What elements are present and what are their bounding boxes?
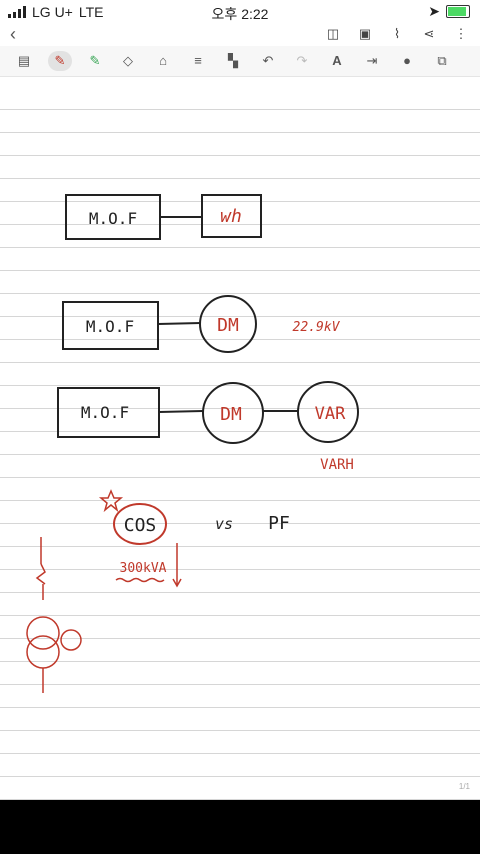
dm-label-1: DM	[217, 315, 239, 336]
capacity-label: 300kVA	[120, 561, 167, 576]
navigation-bar-area	[0, 800, 480, 854]
carrier-label: LG U+	[32, 4, 73, 20]
stamp-icon[interactable]: ▚	[228, 53, 238, 68]
location-icon: ➤	[428, 3, 440, 19]
paperclip-icon[interactable]: ⌇	[393, 26, 401, 41]
dm-meter-2	[202, 382, 264, 444]
pen-icon[interactable]: ✎	[48, 51, 72, 71]
note-canvas[interactable]: M.O.F wh M.O.F DM 22.9kV M.O.F DM VAR VA…	[0, 77, 480, 800]
color-icon[interactable]: ●	[403, 53, 411, 68]
var-meter	[297, 381, 359, 443]
arrow-down-head	[172, 578, 182, 588]
highlighter-icon[interactable]: ✎	[89, 53, 101, 68]
underline-squiggle	[115, 577, 165, 583]
mof-label-1: M.O.F	[89, 209, 137, 228]
handwriting-layer: M.O.F wh M.O.F DM 22.9kV M.O.F DM VAR VA…	[26, 194, 359, 693]
dm-meter-1	[199, 295, 257, 353]
mof-box-2	[62, 301, 159, 350]
shape-icon[interactable]: ⌂	[159, 53, 167, 68]
var-label: VAR	[315, 404, 346, 424]
copy-icon[interactable]: ⧉	[437, 53, 447, 68]
clock: 오후 2:22	[211, 6, 269, 22]
insert-icon[interactable]: ⇥	[366, 53, 378, 68]
back-button[interactable]: ‹	[10, 24, 16, 45]
layout-icon[interactable]: ▤	[17, 53, 31, 68]
share-icon[interactable]: ⋖	[423, 26, 435, 41]
drawing-toolbar: ▤ ✎ ✎ ◇ ⌂ ≡ ▚ ↶ ↷ A ⇥ ● ⧉	[0, 46, 480, 77]
transformer-tag	[60, 629, 82, 651]
mof-label-2: M.O.F	[86, 317, 134, 336]
signal-icon	[8, 6, 26, 18]
text-icon[interactable]: A	[332, 53, 342, 68]
lasso-icon[interactable]: ≡	[194, 53, 202, 68]
cos-circle	[113, 503, 167, 545]
wire-2	[157, 322, 202, 325]
eraser-icon[interactable]: ◇	[123, 53, 133, 68]
cos-label: COS	[124, 515, 157, 536]
star-mark	[98, 489, 124, 513]
network-label: LTE	[78, 4, 104, 20]
transformer-coil-2	[26, 635, 60, 669]
chevron-left-icon: ‹	[10, 24, 16, 44]
transformer-coil-1	[26, 616, 60, 650]
varh-label: VARH	[320, 457, 354, 473]
pf-label: PF	[268, 513, 290, 534]
note-header: ‹ ◫ ▣ ⌇ ⋖ ⋮	[0, 24, 480, 46]
status-bar: LG U+ LTE 오후 2:22 ➤	[0, 0, 480, 24]
undo-icon[interactable]: ↶	[262, 53, 274, 68]
page-icon[interactable]: ▣	[358, 26, 372, 41]
wh-box	[201, 194, 262, 238]
mof-label-3: M.O.F	[81, 403, 129, 422]
redo-icon[interactable]: ↷	[296, 53, 308, 68]
mof-box-3	[57, 387, 160, 438]
vs-label: vs	[215, 515, 233, 533]
more-icon[interactable]: ⋮	[454, 26, 468, 41]
dm-label-2: DM	[220, 404, 242, 425]
battery-icon	[446, 5, 470, 18]
wire-3	[158, 410, 204, 413]
page-indicator: 1/1	[458, 782, 470, 791]
switch-symbol	[35, 563, 46, 585]
voltage-label: 22.9kV	[293, 320, 341, 335]
wh-label: wh	[220, 206, 242, 227]
book-icon[interactable]: ◫	[326, 26, 340, 41]
